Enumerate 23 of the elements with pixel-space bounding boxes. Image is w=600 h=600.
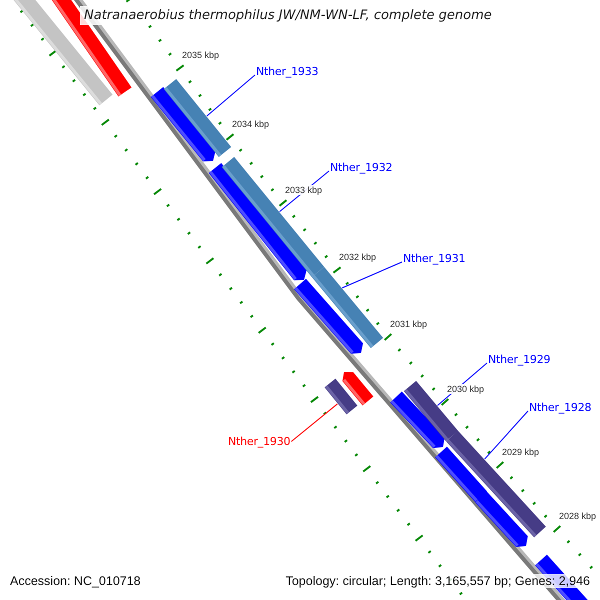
gene-label: Nther_1932 <box>330 161 392 174</box>
scale-tick-label: 2035 kbp <box>181 50 220 60</box>
scale-tick-label: 2032 kbp <box>338 252 378 262</box>
leader-line <box>484 410 528 460</box>
scale-tick-label: 2029 kbp <box>501 447 540 457</box>
gene-label: Nther_1931 <box>403 252 466 265</box>
accession-label: Accession: NC_010718 <box>8 574 143 588</box>
leader-line <box>290 403 338 442</box>
scale-tick-label: 2031 kbp <box>389 319 428 329</box>
scale-tick-label: 2034 kbp <box>231 119 270 129</box>
leader-line <box>206 74 256 117</box>
gene-bar <box>312 266 384 348</box>
gene-label: Nther_1929 <box>488 353 550 366</box>
leader-line <box>342 262 402 288</box>
gene-label: Nther_1933 <box>256 65 318 78</box>
genome-summary: Topology: circular; Length: 3,165,557 bp; Genes: 2,946 <box>284 574 592 588</box>
scale-tick-label: 2028 kbp <box>558 511 598 521</box>
gene-label: Nther_1930 <box>228 435 290 448</box>
gene-label: Nther_1928 <box>529 401 592 414</box>
gene-bar <box>164 78 232 158</box>
gene-bar <box>324 378 358 414</box>
scale-tick-label: 2030 kbp <box>446 384 486 394</box>
scale-tick-label: 2033 kbp <box>284 185 324 195</box>
